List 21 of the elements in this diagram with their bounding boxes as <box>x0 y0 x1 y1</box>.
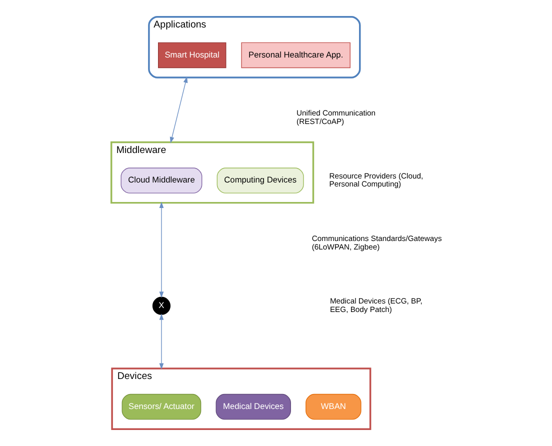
node-label: Middleware <box>116 144 166 156</box>
cluster <box>148 16 361 78</box>
arrow <box>159 314 164 370</box>
arrow <box>159 202 164 298</box>
arrow <box>170 76 188 144</box>
cluster <box>111 368 372 430</box>
label: Communications Standards/Gateways (6LoWPAN, Zigbee) <box>312 234 442 252</box>
node-label: Devices <box>117 371 152 382</box>
label: Medical Devices (ECG, BP, EEG, Body Patch) <box>330 296 422 314</box>
node-box: Computing Devices <box>216 168 304 194</box>
node-box: Sensors/ Actuator <box>122 394 202 420</box>
node-label: Applications <box>154 20 206 31</box>
label: Unified Communication (REST/CoAP) <box>296 108 376 126</box>
node-box: Personal Healthcare App. <box>241 42 350 68</box>
node-box: WBAN <box>306 394 362 420</box>
node-circle: X <box>152 296 171 315</box>
node-box: Cloud Middleware <box>120 168 202 194</box>
node-box: Medical Devices <box>216 394 291 420</box>
cluster <box>110 141 314 204</box>
node-box: Smart Hospital <box>158 42 226 68</box>
label: Resource Providers (Cloud, Personal Computing) <box>329 171 424 189</box>
